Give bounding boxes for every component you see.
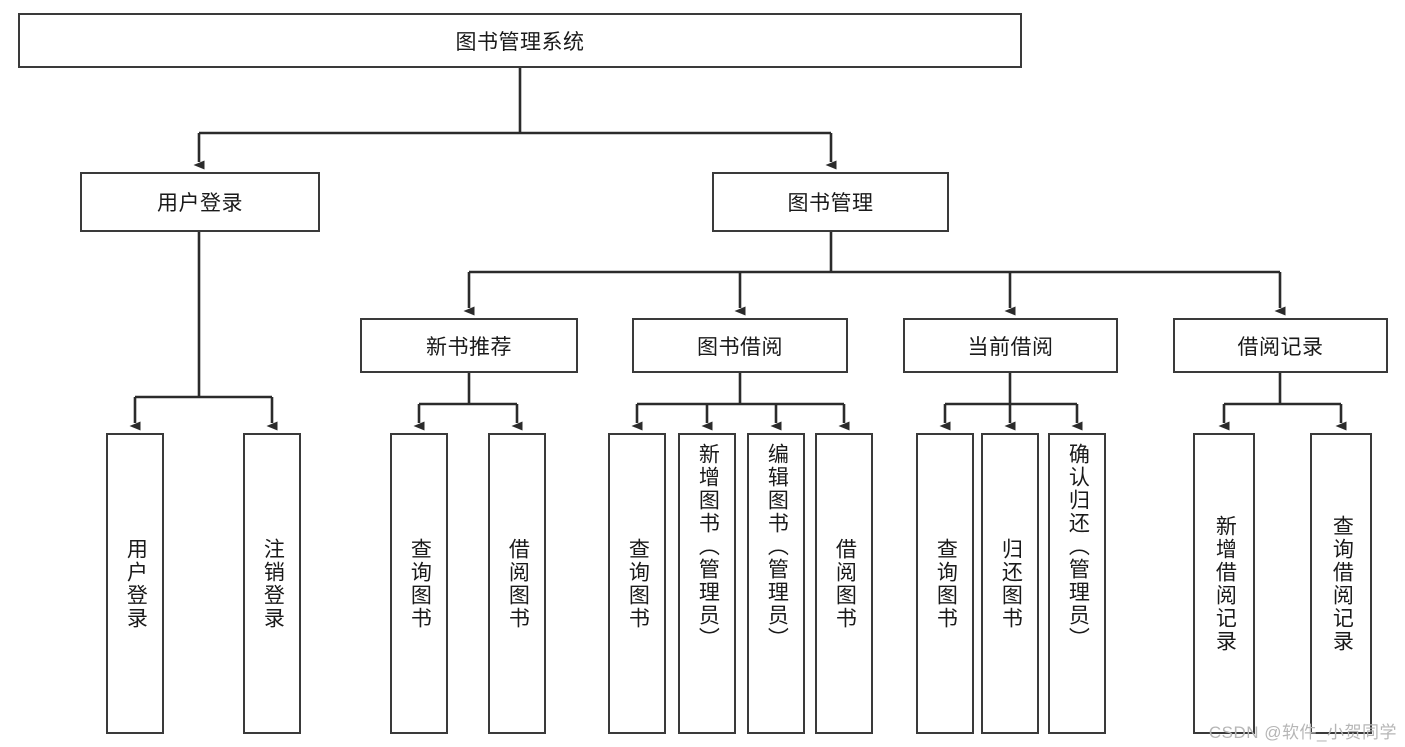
node-book-management[interactable]: 图书管理 [712, 172, 949, 232]
node-current-borrow[interactable]: 当前借阅 [903, 318, 1118, 373]
node-new-book-recommend[interactable]: 新书推荐 [360, 318, 578, 373]
leaf-user-login-logout[interactable]: 注销登录 [243, 433, 301, 734]
csdn-watermark: CSDN @软件_小贺同学 [1208, 723, 1397, 742]
node-borrow-record[interactable]: 借阅记录 [1173, 318, 1388, 373]
leaf-book-borrow-query[interactable]: 查询图书 [608, 433, 666, 734]
leaf-current-borrow-return[interactable]: 归还图书 [981, 433, 1039, 734]
leaf-user-login-login[interactable]: 用户登录 [106, 433, 164, 734]
leaf-book-borrow-borrow[interactable]: 借阅图书 [815, 433, 873, 734]
leaf-borrow-record-add[interactable]: 新增借阅记录 [1193, 433, 1255, 734]
leaf-current-borrow-query[interactable]: 查询图书 [916, 433, 974, 734]
node-book-borrow[interactable]: 图书借阅 [632, 318, 848, 373]
leaf-current-borrow-confirm-return[interactable]: 确认归还（管理员） [1048, 433, 1106, 734]
node-root-system[interactable]: 图书管理系统 [18, 13, 1022, 68]
leaf-borrow-record-query[interactable]: 查询借阅记录 [1310, 433, 1372, 734]
leaf-book-borrow-add[interactable]: 新增图书（管理员） [678, 433, 736, 734]
leaf-new-book-query[interactable]: 查询图书 [390, 433, 448, 734]
node-user-login[interactable]: 用户登录 [80, 172, 320, 232]
leaf-new-book-borrow[interactable]: 借阅图书 [488, 433, 546, 734]
leaf-book-borrow-edit[interactable]: 编辑图书（管理员） [747, 433, 805, 734]
